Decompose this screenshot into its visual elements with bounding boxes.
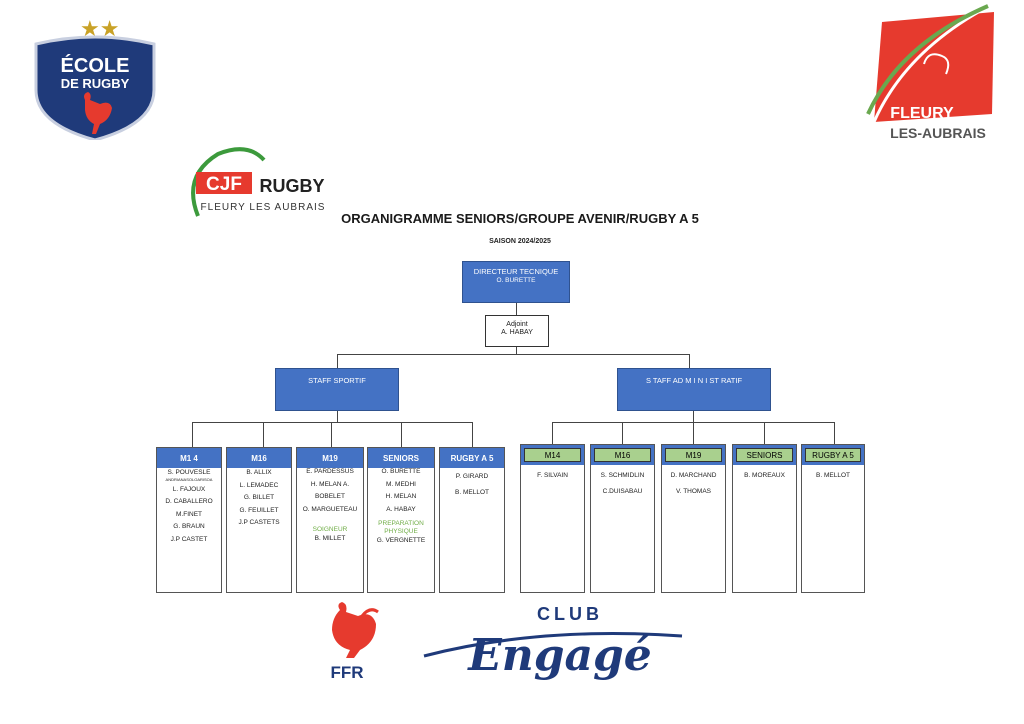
member-name: J.P CASTETS [238, 519, 280, 526]
admin-column-seniors: SENIORS B. MOREAUX [732, 444, 797, 593]
ecole-de-rugby-logo: ★★ ÉCOLE DE RUGBY [30, 8, 160, 142]
member-name: O. MARGUETEAU [302, 505, 358, 513]
svg-text:CLUB: CLUB [537, 604, 603, 624]
club-engage-logo: CLUB Engagé [420, 598, 690, 688]
connector [337, 410, 338, 422]
connector [622, 422, 623, 444]
member-name: G. BRAUN [173, 523, 205, 530]
staff-sportif-box: STAFF SPORTIF [275, 368, 399, 411]
member-name: J.P CASTET [170, 535, 208, 543]
svg-text:CJF: CJF [206, 174, 242, 195]
member-name: G. VERGNETTE [376, 536, 426, 544]
member-name: B. MILLET [314, 534, 346, 542]
member-name: D. CABALLERO [165, 498, 213, 505]
member-name: L. LEMADEC [239, 481, 279, 489]
deputy-title: Adjoint [506, 321, 528, 328]
member-name: BOBELET [315, 493, 345, 500]
staff-admin-box: S TAFF AD M I N I ST RATIF [617, 368, 771, 411]
admin-column-m14: M14 F. SILVAIN [520, 444, 585, 593]
member-name: O. BURETTE [381, 468, 421, 475]
staff-admin-title: S TAFF AD M I N I ST RATIF [645, 376, 743, 385]
role-label: SOIGNEUR [312, 526, 348, 533]
role-label: PREPARATION PHYSIQUE [378, 520, 424, 535]
member-name: H. MELAN A. [310, 480, 350, 488]
connector [263, 422, 264, 447]
fleury-les-aubrais-logo: FLEURY LES-AUBRAIS [864, 4, 1004, 144]
column-header: SENIORS [368, 448, 434, 468]
column-header: M19 [665, 448, 722, 462]
connector [331, 422, 332, 447]
member-name: V. THOMAS [675, 487, 712, 495]
connector [516, 346, 517, 354]
sport-column-seniors: SENIORS O. BURETTE M. MEDHI H. MELAN A. … [367, 447, 435, 593]
svg-text:RUGBY: RUGBY [259, 176, 324, 196]
sport-column-rugby-a5: RUGBY A 5 P. GIRARD B. MELLOT [439, 447, 505, 593]
column-header: M19 [297, 448, 363, 468]
director-name: O. BURETTE [496, 277, 536, 284]
director-title: DIRECTEUR TECNIQUE [473, 267, 559, 276]
connector [764, 422, 765, 444]
cjf-rugby-logo: CJF RUGBY FLEURY LES AUBRAIS [188, 146, 338, 224]
director-box: DIRECTEUR TECNIQUE O. BURETTE [462, 261, 570, 303]
connector [693, 410, 694, 422]
member-name: M.FINET [176, 510, 202, 518]
svg-text:FLEURY: FLEURY [890, 105, 954, 122]
column-header: M14 [524, 448, 581, 462]
column-header: M1 4 [157, 448, 221, 468]
connector [834, 422, 835, 444]
svg-text:ÉCOLE: ÉCOLE [61, 54, 130, 77]
member-name: L. FAJOUX [172, 485, 206, 493]
connector [337, 354, 689, 355]
member-name: A. HABAY [386, 505, 416, 513]
connector [472, 422, 473, 447]
admin-column-m19: M19 D. MARCHAND V. THOMAS [661, 444, 726, 593]
member-name: M. MEDHI [386, 480, 416, 488]
connector [192, 422, 473, 423]
member-name: F. SILVAIN [537, 472, 568, 479]
sport-column-m16: M16 B. ALLIX L. LEMADEC G. BILLET G. FEU… [226, 447, 292, 593]
svg-text:Engagé: Engagé [466, 630, 652, 681]
member-name: B. MELLOT [455, 488, 489, 496]
member-subname: ANDRIANASOLOARISOA [165, 476, 213, 482]
svg-text:FLEURY LES AUBRAIS: FLEURY LES AUBRAIS [201, 202, 326, 213]
member-name: D. MARCHAND [670, 472, 717, 479]
column-header: RUGBY A 5 [440, 448, 504, 468]
member-name: P. GIRARD [455, 473, 489, 480]
page-title: ORGANIGRAMME SENIORS/GROUPE AVENIR/RUGBY… [341, 211, 699, 226]
season-label: SAISON 2024/2025 [489, 238, 551, 245]
connector [192, 422, 193, 447]
sport-column-m19: M19 E. PARDESSUS H. MELAN A. BOBELET O. … [296, 447, 364, 593]
connector [337, 354, 338, 368]
connector [693, 422, 694, 444]
member-name: G. BILLET [243, 494, 275, 501]
staff-sportif-title: STAFF SPORTIF [308, 376, 366, 385]
connector [401, 422, 402, 447]
admin-column-m16: M16 S. SCHMIDLIN C.DUISABAU [590, 444, 655, 593]
member-name: H. MELAN [385, 493, 417, 500]
member-name: B. MOREAUX [744, 472, 785, 479]
svg-text:DE RUGBY: DE RUGBY [61, 76, 130, 91]
admin-column-rugby-a5: RUGBY A 5 B. MELLOT [801, 444, 865, 593]
connector [516, 302, 517, 316]
svg-text:FFR: FFR [330, 663, 363, 682]
column-header: RUGBY A 5 [805, 448, 861, 462]
member-name: G. FEUILLET [239, 506, 279, 514]
deputy-name: A. HABAY [501, 329, 533, 336]
member-name: E. PARDESSUS [306, 468, 354, 475]
svg-text:LES-AUBRAIS: LES-AUBRAIS [890, 125, 986, 141]
connector [689, 354, 690, 368]
connector [552, 422, 553, 444]
member-name: S. POUVESLE [167, 469, 211, 476]
ffr-logo: FFR [310, 602, 390, 684]
member-name: C.DUISABAU [602, 487, 643, 495]
member-name: B. ALLIX [246, 469, 272, 476]
column-header: M16 [594, 448, 651, 462]
column-header: SENIORS [736, 448, 793, 462]
member-name: S. SCHMIDLIN [600, 472, 645, 479]
member-name: B. MELLOT [816, 472, 850, 479]
deputy-box: Adjoint A. HABAY [485, 315, 549, 347]
column-header: M16 [227, 448, 291, 468]
